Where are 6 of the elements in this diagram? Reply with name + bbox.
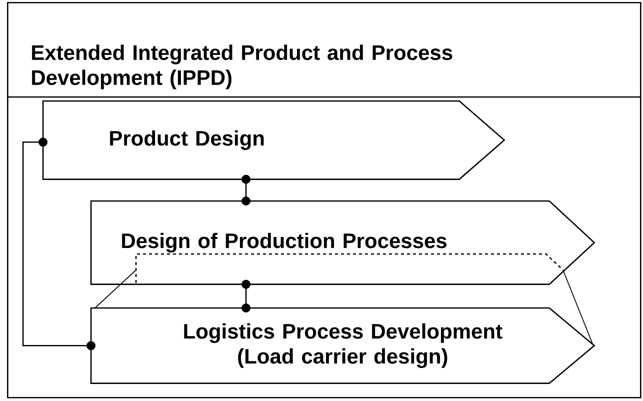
chevron-box: Logistics Process Development (Load carrier design) bbox=[90, 307, 596, 384]
connector-line bbox=[242, 280, 250, 312]
connector-line bbox=[242, 174, 250, 206]
chevron-box: Product Design bbox=[42, 100, 506, 180]
chevron-box: Design of Production Processes bbox=[90, 200, 596, 285]
connector-line bbox=[22, 138, 96, 350]
